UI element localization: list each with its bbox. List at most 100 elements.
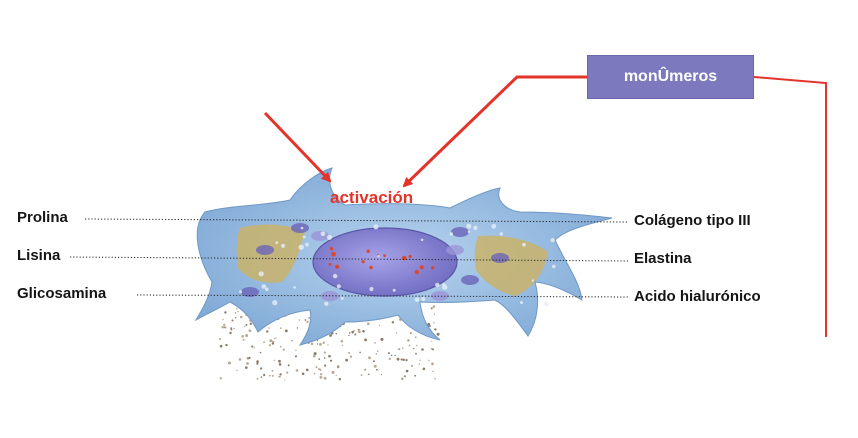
- tissue-dot: [324, 357, 326, 359]
- tissue-dot: [235, 312, 236, 313]
- tissue-dot: [318, 368, 320, 370]
- organelle: [461, 275, 479, 285]
- tissue-dot: [307, 321, 309, 323]
- monomers-label: monÛmeros: [624, 68, 717, 86]
- tissue-dot: [224, 327, 225, 328]
- tissue-dot: [413, 348, 414, 349]
- tissue-dot: [432, 371, 434, 373]
- tissue-dot: [368, 374, 370, 376]
- vesicle: [520, 301, 523, 304]
- vesicle: [421, 239, 424, 242]
- chromatin-dot: [369, 266, 372, 269]
- tissue-dot: [245, 324, 247, 326]
- label-prolina: Prolina: [17, 209, 68, 227]
- tissue-dot: [407, 339, 410, 342]
- tissue-dot: [295, 350, 296, 351]
- tissue-dot: [431, 341, 432, 342]
- vesicle: [373, 224, 378, 229]
- tissue-dot: [280, 346, 281, 347]
- tissue-dot: [336, 375, 337, 376]
- vesicle: [500, 232, 503, 235]
- tissue-dot: [279, 376, 281, 378]
- chromatin-dot: [402, 256, 407, 261]
- chromatin-dot: [367, 250, 370, 253]
- organelle: [256, 245, 274, 255]
- tissue-dot: [409, 345, 411, 347]
- tissue-dot: [254, 347, 255, 348]
- tissue-dot: [285, 330, 288, 333]
- tissue-dot: [274, 338, 275, 339]
- tissue-dot: [419, 360, 420, 361]
- tissue-dot: [266, 330, 268, 332]
- tissue-dot: [392, 321, 394, 323]
- tissue-dot: [240, 316, 243, 319]
- tissue-dot: [337, 367, 339, 369]
- chromatin-dot: [329, 263, 332, 266]
- tissue-dot: [260, 352, 262, 354]
- vesicle: [324, 302, 328, 306]
- organelle: [491, 253, 509, 263]
- tissue-dot: [229, 332, 231, 334]
- tissue-dot: [319, 343, 322, 346]
- tissue-dot: [311, 343, 313, 345]
- arrow-from-monomers: [404, 77, 587, 186]
- vesicle: [415, 297, 420, 302]
- tissue-dot: [404, 375, 406, 377]
- tissue-dot: [263, 374, 265, 376]
- chromatin-dot: [331, 252, 336, 257]
- tissue-dot: [341, 340, 344, 343]
- tissue-dot: [314, 352, 317, 355]
- tissue-dot: [260, 367, 262, 369]
- tissue-dot: [345, 359, 348, 362]
- tissue-dot: [327, 344, 328, 345]
- label-elastina: Elastina: [634, 250, 692, 268]
- vesicle: [299, 245, 304, 250]
- vesicle: [281, 244, 285, 248]
- tissue-dot: [374, 342, 375, 343]
- chromatin-dot: [420, 265, 424, 269]
- tissue-dot: [250, 323, 252, 325]
- vesicle: [473, 226, 477, 230]
- tissue-dot: [314, 373, 316, 375]
- tissue-dot: [295, 355, 297, 357]
- tissue-dot: [249, 329, 252, 332]
- tissue-dot: [388, 352, 390, 354]
- tissue-dot: [431, 307, 433, 309]
- vesicle: [544, 302, 549, 307]
- tissue-dot: [354, 334, 356, 336]
- tissue-dot: [401, 378, 404, 381]
- vesicle: [259, 271, 264, 276]
- vesicle: [393, 289, 396, 292]
- organelle: [446, 245, 464, 255]
- tissue-dot: [324, 377, 327, 380]
- tissue-dot: [389, 358, 391, 360]
- vesicle: [466, 224, 471, 229]
- tissue-dot: [397, 358, 400, 361]
- chromatin-dot: [409, 255, 412, 258]
- tissue-dot: [339, 378, 341, 380]
- tissue-dot: [239, 358, 242, 361]
- activation-arrows: [265, 77, 587, 186]
- tissue-dot: [263, 341, 265, 343]
- tissue-dot: [332, 371, 335, 374]
- vesicle: [239, 290, 242, 293]
- tissue-dot: [279, 363, 282, 366]
- tissue-dot: [367, 322, 370, 325]
- tissue-dot: [437, 333, 440, 336]
- vesicle: [321, 232, 326, 237]
- tissue-dot: [358, 329, 360, 331]
- label-acido-hialuronico: Acido hialurónico: [634, 288, 761, 306]
- tissue-dot: [272, 375, 274, 377]
- tissue-dot: [336, 333, 337, 334]
- tissue-dot: [256, 360, 259, 363]
- tissue-dot: [256, 363, 258, 365]
- tissue-dot: [288, 364, 290, 366]
- monomers-bracket-line: [754, 77, 826, 337]
- tissue-dot: [221, 326, 223, 328]
- tissue-dot: [415, 353, 417, 355]
- tissue-dot: [428, 360, 429, 361]
- tissue-dot: [354, 330, 355, 331]
- chromatin-dot: [431, 266, 434, 269]
- vesicle: [333, 274, 337, 278]
- chromatin-dot: [415, 270, 419, 274]
